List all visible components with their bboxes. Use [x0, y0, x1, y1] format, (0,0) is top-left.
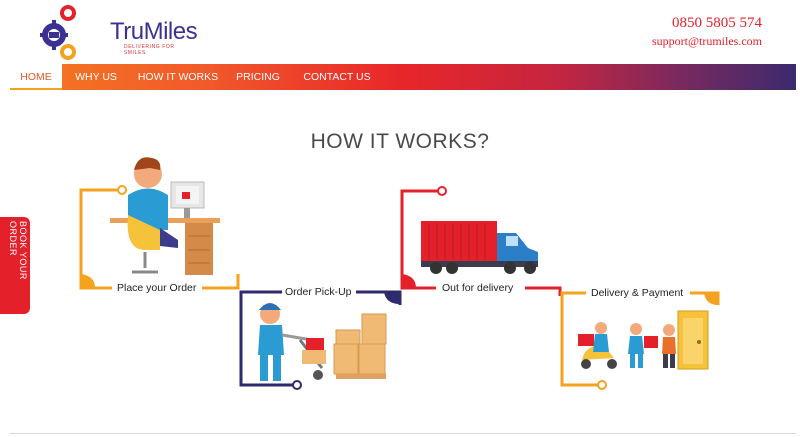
step-frame-1: [79, 188, 240, 290]
phone-number[interactable]: 0850 5805 574: [672, 15, 762, 31]
delivery-scene-icon: [578, 310, 709, 370]
main-nav: HOME WHY US HOW IT WORKS PRICING CONTACT…: [10, 64, 796, 90]
step-label-place-order: Place your Order: [114, 282, 200, 294]
site-header: TruMiles DELIVERING FOR SMILES 0850 5805…: [0, 0, 800, 64]
logo[interactable]: TruMiles DELIVERING FOR SMILES: [38, 4, 198, 62]
logo-gears-icon: [40, 5, 76, 60]
nav-contact-us[interactable]: CONTACT US: [303, 71, 371, 83]
contact-info: 0850 5805 574 support@trumiles.com: [652, 14, 762, 50]
step-label-order-pickup: Order Pick-Up: [282, 286, 355, 298]
section-title: HOW IT WORKS?: [310, 130, 490, 153]
step-frame-3: [400, 189, 562, 296]
nav-home[interactable]: HOME: [10, 64, 62, 90]
worker-with-boxes-icon: [258, 303, 387, 381]
brand-tagline: DELIVERING FOR SMILES: [124, 44, 175, 56]
book-order-tab[interactable]: BOOK YOUR ORDER: [0, 217, 30, 314]
section-divider: [10, 433, 796, 434]
email-address[interactable]: support@trumiles.com: [651, 34, 762, 48]
brand-name: TruMiles: [110, 18, 198, 45]
nav-why-us[interactable]: WHY US: [75, 71, 117, 83]
step-label-delivery-payment: Delivery & Payment: [588, 287, 687, 299]
step-label-out-for-delivery: Out for delivery: [439, 282, 517, 294]
person-at-desk-icon: [110, 157, 220, 275]
nav-pricing[interactable]: PRICING: [236, 71, 280, 83]
delivery-truck-icon: [421, 221, 538, 274]
nav-how-it-works[interactable]: HOW IT WORKS: [137, 71, 219, 83]
book-order-label: BOOK YOUR ORDER: [8, 221, 28, 280]
